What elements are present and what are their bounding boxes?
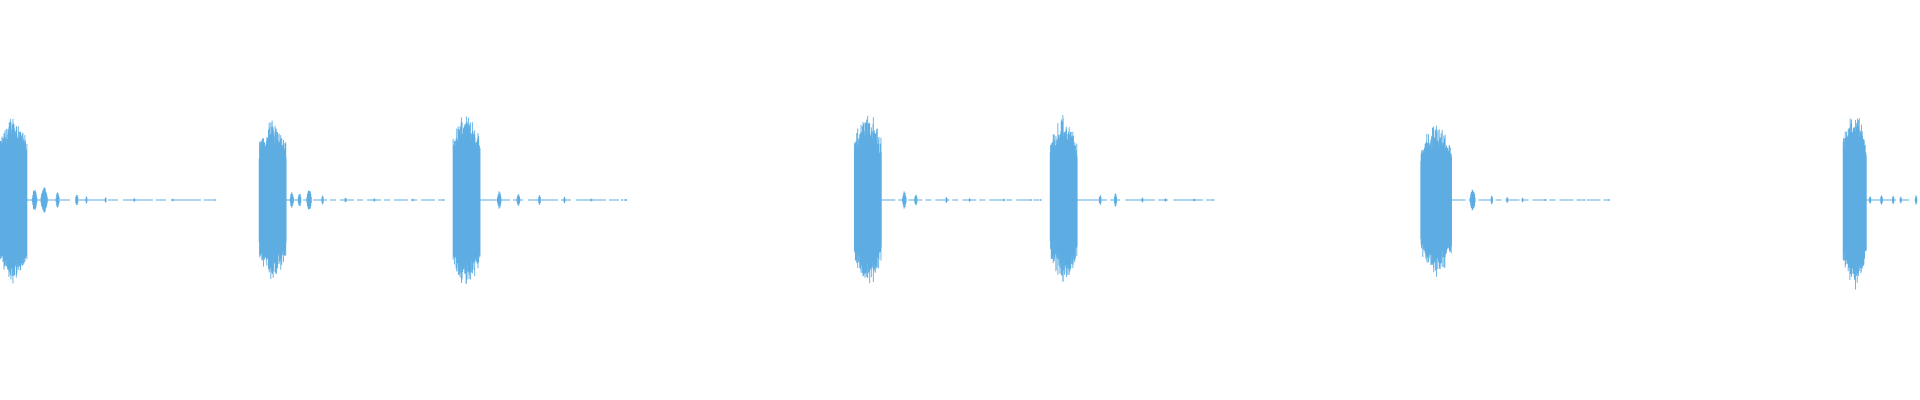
waveform-tail-blip [1490, 195, 1493, 205]
waveform-burst [853, 115, 1042, 284]
waveform-tail-blip [1899, 196, 1902, 204]
waveform-tail-blip [1506, 197, 1509, 203]
waveform-tail-blip [902, 191, 907, 209]
waveform-tail-blip [1868, 196, 1872, 204]
waveform-tail-blip [373, 198, 376, 202]
waveform-tail-blip [1212, 199, 1215, 201]
waveform-tail-blip [1583, 199, 1585, 201]
waveform-tail-blip [1608, 199, 1610, 201]
waveform-tail-blip [538, 195, 541, 205]
waveform-tail-blip [1030, 199, 1032, 201]
waveform-tail-blip [133, 198, 136, 202]
waveform-tail-blip [1544, 198, 1547, 202]
waveform-burst-main [0, 118, 28, 284]
waveform-tail-blip [40, 187, 48, 213]
waveform-tail-blip [1891, 195, 1895, 205]
waveform-tail-blip [1880, 195, 1883, 205]
waveform-tail-blip [1114, 193, 1118, 207]
waveform-tail-blip [442, 199, 445, 201]
waveform-burst-main [1420, 125, 1452, 277]
waveform-bursts [0, 115, 1918, 290]
waveform-tail-blip [75, 194, 79, 206]
waveform-tail-blip [344, 197, 347, 203]
waveform-tail-blip [214, 199, 216, 201]
waveform-tail-blip [289, 192, 294, 208]
waveform-burst-main [452, 116, 481, 284]
waveform-burst [452, 116, 627, 284]
waveform-tail-blip [306, 190, 312, 210]
waveform-tail-blip [411, 198, 414, 202]
waveform-tail-blip [1469, 189, 1476, 211]
waveform-tail-blip [297, 194, 302, 206]
waveform-tail-blip [1003, 198, 1006, 202]
waveform-burst [0, 118, 216, 284]
waveform-tail-blip [55, 192, 60, 208]
waveform-tail-blip [590, 198, 593, 202]
waveform-burst-main [1842, 118, 1867, 290]
waveform-burst-main [1049, 115, 1078, 282]
waveform-burst-main [853, 115, 882, 284]
waveform-burst [258, 120, 445, 279]
waveform-burst-main [258, 120, 287, 279]
waveform-tail-blip [1915, 195, 1918, 205]
waveform-burst [1420, 125, 1610, 277]
waveform-tail-blip [171, 198, 174, 202]
waveform-tail-blip [1141, 197, 1144, 203]
waveform-tail-blip [624, 199, 627, 201]
waveform-tail-blip [1164, 198, 1167, 202]
waveform-tail-blip [104, 197, 107, 203]
waveform-tail-blip [1039, 199, 1042, 201]
waveform-tail-blip [914, 194, 918, 206]
waveform-tail-blip [1193, 198, 1196, 202]
waveform-tail-blip [563, 196, 566, 204]
waveform-tail-blip [321, 195, 324, 205]
waveform-tail-blip [497, 191, 502, 209]
waveform-tail-blip [31, 190, 38, 210]
waveform-tail-blip [945, 196, 948, 204]
waveform-burst [1842, 118, 1918, 290]
waveform-tail-blip [85, 196, 88, 204]
waveform-tail-blip [1098, 195, 1102, 205]
waveform-tail-blip [968, 198, 971, 202]
waveform-tail-blip [621, 199, 624, 201]
waveform-tail-blip [1521, 197, 1524, 203]
waveform-tail-blip [516, 194, 521, 206]
waveform-burst [1049, 115, 1215, 282]
